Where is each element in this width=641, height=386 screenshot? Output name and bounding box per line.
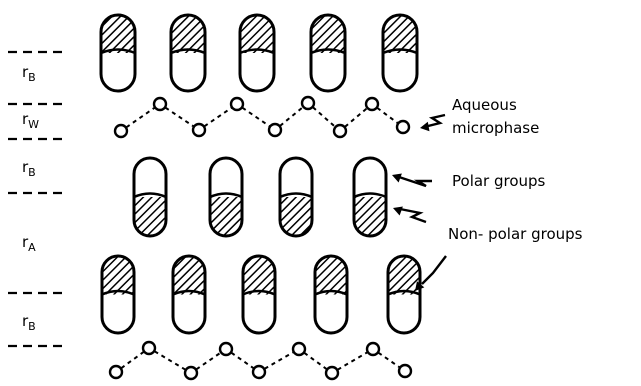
arrow-shaft <box>400 209 426 222</box>
chain-bond <box>165 108 193 127</box>
molecule-row3-4 <box>315 256 347 333</box>
chain-bond <box>280 107 303 126</box>
chain-bond <box>242 108 269 127</box>
chain-bond <box>155 351 186 369</box>
water-bead <box>253 366 265 378</box>
polar-head-divider <box>134 194 166 198</box>
aqueous-chain-lower <box>110 342 411 379</box>
molecule-row1-4 <box>311 15 345 91</box>
water-bead <box>154 98 166 110</box>
water-bead <box>302 97 314 109</box>
molecule-row1-2 <box>171 15 205 91</box>
water-bead <box>110 366 122 378</box>
chain-bond <box>377 108 398 123</box>
region-label-sub: B <box>28 71 36 84</box>
chain-bond <box>121 352 143 368</box>
aqueous-chains <box>110 97 411 379</box>
molecule-row2-4 <box>354 158 386 236</box>
water-bead <box>143 342 155 354</box>
region-label-sub: A <box>28 241 36 254</box>
polar-head-divider <box>280 194 312 198</box>
region-label-sub: B <box>28 166 36 179</box>
molecule-row2-2 <box>210 158 242 236</box>
molecule-row1-1 <box>101 15 135 91</box>
arrow-head <box>393 206 403 215</box>
chain-bond <box>313 107 335 126</box>
water-bead <box>193 124 205 136</box>
polar-groups-label: Polar groups <box>452 173 545 189</box>
molecule-row3-1 <box>102 256 134 333</box>
water-bead <box>115 125 127 137</box>
polar-groups-arrow <box>392 173 432 186</box>
region-label-w: rW <box>22 110 39 131</box>
molecule-row3-2 <box>173 256 205 333</box>
arrow-shaft <box>399 177 432 186</box>
aqueous-arrow <box>420 115 445 131</box>
molecules <box>101 15 420 333</box>
molecule-row3-5 <box>388 256 420 333</box>
nonpolar-groups-label: Non- polar groups <box>448 226 582 242</box>
chain-bond <box>231 353 253 369</box>
water-bead <box>220 343 232 355</box>
aqueous-chain-upper <box>115 97 409 137</box>
molecule-row3-3 <box>243 256 275 333</box>
region-label-sub: W <box>28 118 39 131</box>
molecule-row1-3 <box>240 15 274 91</box>
chain-bond <box>304 353 326 369</box>
region-label-b-1: rB <box>22 63 36 84</box>
region-label-a: rA <box>22 233 36 254</box>
molecule-row2-1 <box>134 158 166 236</box>
chain-bond <box>126 108 154 128</box>
water-bead <box>231 98 243 110</box>
water-bead <box>367 343 379 355</box>
aqueous-label-line2: microphase <box>452 120 539 136</box>
arrow-head <box>420 122 429 131</box>
nonpolar-top-arrow <box>393 206 426 222</box>
region-label-b-2: rB <box>22 158 36 179</box>
region-label-b-3: rB <box>22 312 36 333</box>
chain-bond <box>196 353 220 370</box>
region-boundaries <box>8 52 66 346</box>
chain-bond <box>265 352 294 369</box>
water-bead <box>399 365 411 377</box>
chain-bond <box>345 108 367 127</box>
water-bead <box>366 98 378 110</box>
arrow-shaft <box>422 256 446 284</box>
water-bead <box>397 121 409 133</box>
molecule-row2-3 <box>280 158 312 236</box>
region-label-sub: B <box>28 320 36 333</box>
chain-bond <box>378 353 399 368</box>
water-bead <box>334 125 346 137</box>
water-bead <box>269 124 281 136</box>
polar-head-divider <box>210 194 242 198</box>
molecule-row1-5 <box>383 15 417 91</box>
polar-head-divider <box>354 194 386 198</box>
water-bead <box>326 367 338 379</box>
water-bead <box>293 343 305 355</box>
chain-bond <box>338 352 368 369</box>
chain-bond <box>204 108 231 127</box>
aqueous-label-line1: Aqueous <box>452 97 517 113</box>
water-bead <box>185 367 197 379</box>
